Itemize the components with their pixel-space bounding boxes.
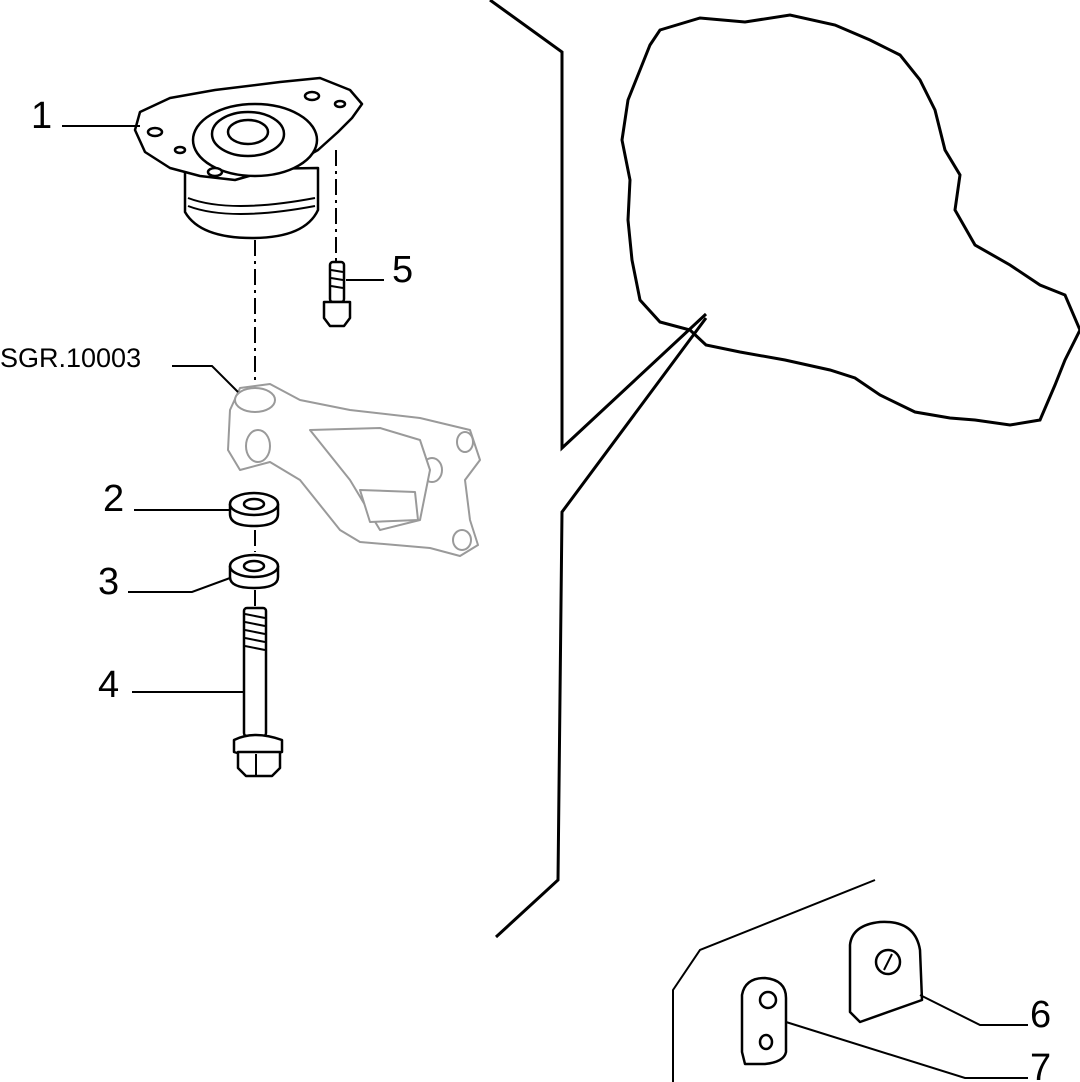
label-part-7: 7	[1030, 1047, 1051, 1082]
washer-part-3	[228, 530, 280, 590]
washer-part-2	[228, 491, 280, 528]
mounting-bracket-reference	[227, 240, 481, 557]
label-part-4: 4	[98, 664, 119, 706]
label-part-6: 6	[1030, 994, 1051, 1036]
plate-part-7	[740, 976, 788, 1066]
label-part-3: 3	[98, 561, 119, 603]
bolt-part-5	[322, 150, 352, 328]
section-divider-lines	[489, 0, 876, 1082]
gearbox-outline	[620, 13, 1080, 427]
label-part-1: 1	[31, 95, 52, 137]
label-part-2: 2	[103, 478, 124, 520]
leader-lines	[62, 125, 1028, 1079]
plate-part-6	[848, 920, 924, 1024]
long-bolt-part-4	[232, 590, 284, 778]
label-part-5: 5	[392, 249, 413, 291]
label-reference-sgr: SGR.10003	[0, 343, 141, 373]
engine-mount-part-1	[133, 76, 364, 240]
